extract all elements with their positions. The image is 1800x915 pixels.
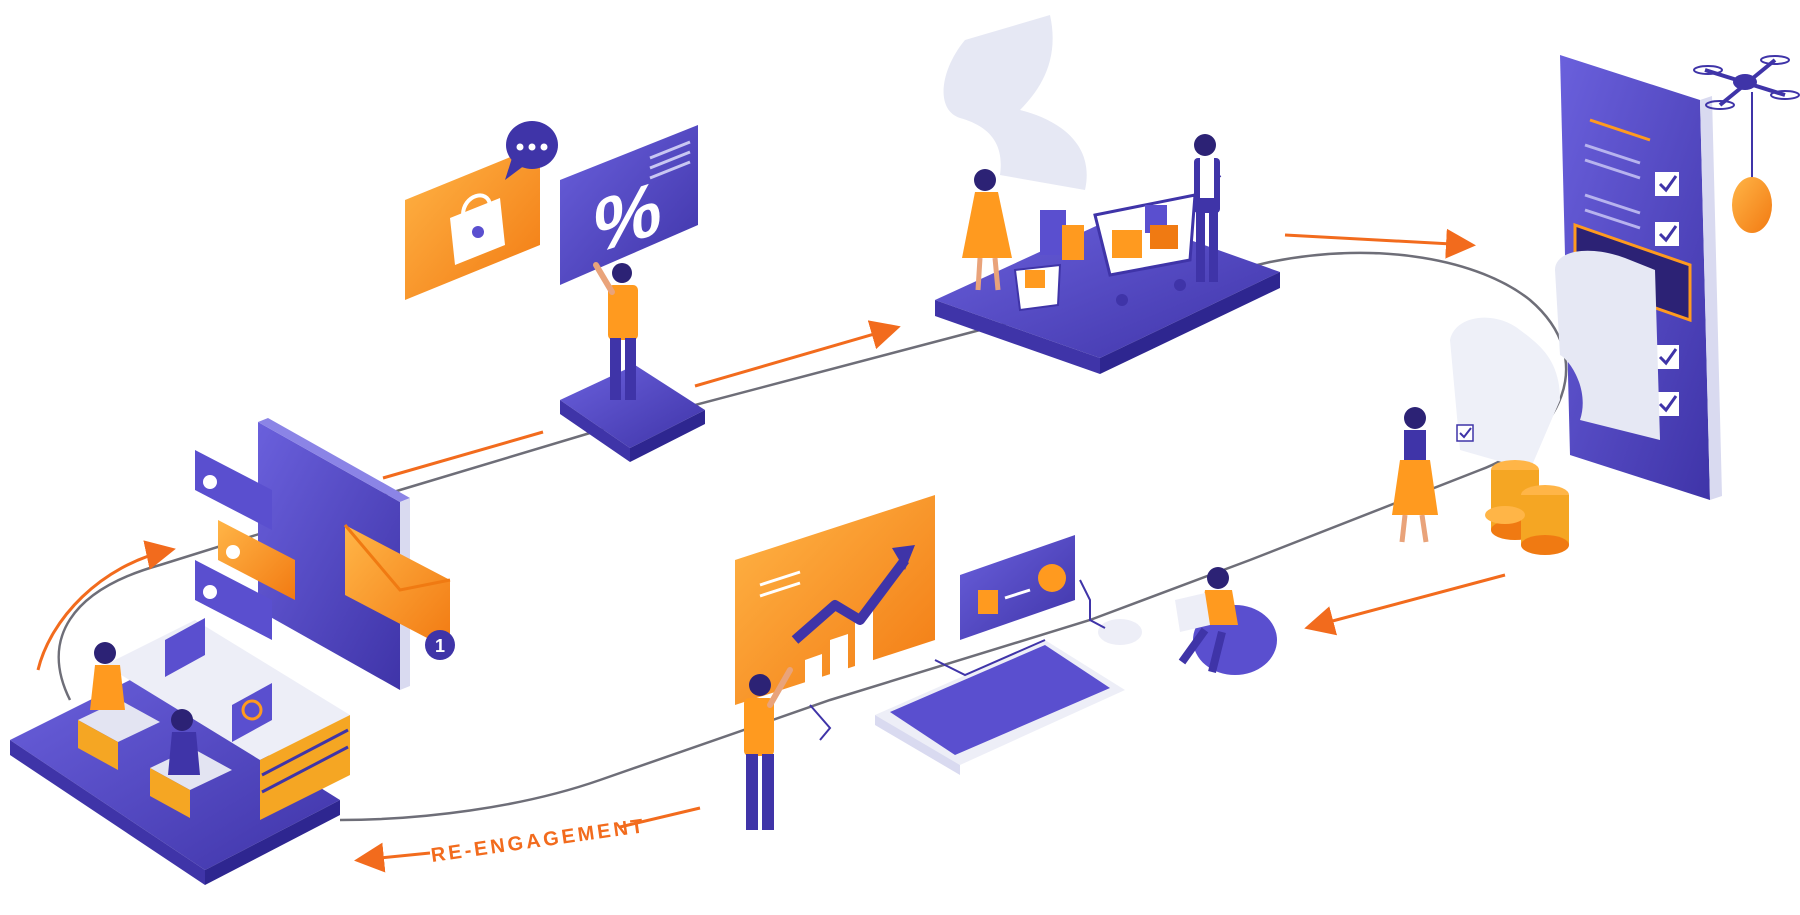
laptop-icon [1175,593,1210,632]
receipt-paper [1450,317,1560,470]
profile-card-1 [195,450,272,530]
arrow-4 [1304,573,1506,636]
person-touching-screen [593,262,638,400]
basket-icon [1013,263,1062,312]
drone-icon [1693,55,1800,233]
user-icon [203,585,217,599]
checkbox-checked-icon [1655,222,1679,246]
mouse-icon [1098,619,1142,645]
package-icon [1732,177,1772,233]
checkbox-checked-icon [1655,345,1679,369]
user-icon [203,475,217,489]
arrow-2 [694,320,901,388]
profile-card-2 [218,520,295,600]
shopping-platform [935,215,1280,358]
worker-1 [90,642,125,710]
worker-2 [168,709,200,775]
checkout-stage [1392,55,1800,555]
arrow-6 [354,842,431,873]
arrow-3 [1284,228,1476,259]
chat-bubble-icon [505,121,558,180]
screen-text-lines [759,570,801,598]
person-pointing-chart [744,667,793,830]
laptop-icon [232,683,272,742]
receipt-paper [1555,250,1660,440]
seat [78,700,160,742]
arrow-7 [36,540,176,671]
laptop-icon [165,618,205,677]
screen-text-lines [649,140,691,180]
flow-arrows [36,228,1506,873]
woman-on-beanbag [1175,567,1277,675]
tablet-screen [258,422,400,690]
woman-checking-receipt [1392,407,1438,543]
shopping-bag-icon [450,193,505,265]
shopping-bag-icon [978,590,998,614]
promo-stage: % [405,121,705,462]
analytics-screen [735,495,935,705]
envelope-icon [343,524,451,650]
phone-text-lines [1584,143,1641,230]
arrow-5 [619,806,701,829]
profile-card-3 [195,560,272,640]
promo-platform [560,365,705,448]
receipt-scroll [943,15,1087,190]
shopping-bag-icon [1040,210,1066,255]
checkbox-checked-icon [1456,424,1474,442]
discount-screen [560,125,698,285]
desk-stage [10,618,350,885]
user-icon [226,545,240,559]
notification-count: 1 [435,636,445,656]
shopping-stage [935,15,1280,374]
journey-path [57,251,1568,822]
shopping-bag-icon [1062,225,1084,260]
checkbox-checked-icon [1655,172,1679,196]
coin-stack-icon [1485,460,1569,555]
user-icon [1038,564,1066,592]
email-stage: 1 [195,418,455,690]
man-with-cart [1194,134,1220,282]
analytics-stage [735,495,1277,830]
notification-badge [425,630,455,660]
arrow-1 [382,430,544,480]
growth-chart-icon [791,545,915,701]
re-engagement-label: RE-ENGAGEMENT [430,815,648,867]
woman-holding-receipt [962,169,1012,291]
